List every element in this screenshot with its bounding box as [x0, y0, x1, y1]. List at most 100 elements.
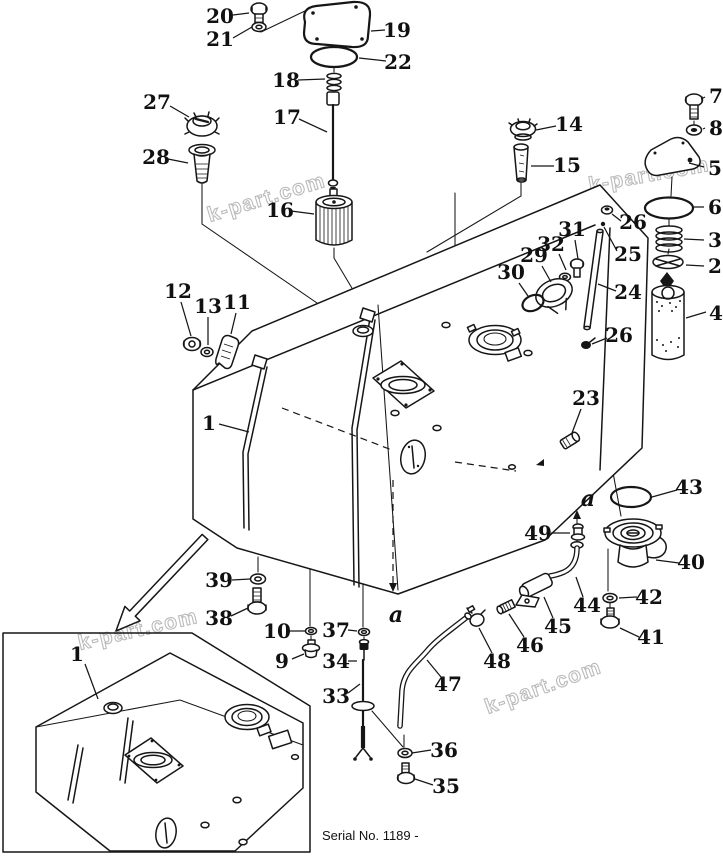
part-22-gasket — [309, 45, 359, 69]
part-label-32: 32 — [537, 232, 565, 256]
leader-line-47 — [426, 659, 442, 678]
part-3-spring — [655, 225, 683, 253]
part-2-valve — [652, 254, 684, 291]
strainer-port — [352, 324, 374, 338]
part-7-bolt — [684, 93, 704, 120]
leader-line-5 — [688, 162, 705, 168]
oval-access-cover — [399, 439, 427, 475]
part-label-13: 13 — [194, 294, 222, 318]
filler-flange — [372, 360, 435, 409]
part-label-48: 48 — [483, 649, 511, 673]
leader-line-42 — [618, 596, 638, 599]
part-label-33: 33 — [322, 684, 350, 708]
leader-line-25 — [603, 226, 618, 252]
leader-line-41 — [619, 627, 640, 638]
part-label-4: 4 — [709, 301, 723, 325]
part-label-9: 9 — [275, 649, 289, 673]
part-label-17: 17 — [273, 105, 301, 129]
part-15-tube — [513, 143, 529, 183]
leader-line-32 — [558, 253, 567, 271]
part-34-sender-fitting — [358, 638, 370, 661]
part-48-clamp — [466, 605, 486, 627]
leader-line-7 — [700, 96, 706, 100]
part-label-30: 30 — [497, 260, 525, 284]
leader-line-31 — [574, 239, 579, 260]
part-31-bolt — [569, 258, 585, 278]
part-4-filter-element — [651, 284, 685, 361]
leader-line-29 — [541, 265, 552, 283]
part-label-31: 31 — [558, 217, 586, 241]
leader-line-18 — [297, 78, 326, 81]
leader-line-27 — [169, 105, 190, 118]
fuel-tank-body — [192, 184, 649, 595]
part-label-5: 5 — [708, 156, 722, 180]
part-23-plug — [559, 431, 581, 450]
inset-filler-flange — [124, 737, 184, 784]
part-19-cover-plate — [302, 0, 372, 49]
part-label-15: 15 — [553, 153, 581, 177]
part-26-fitting-lower — [581, 337, 596, 349]
flow-arrow — [536, 459, 544, 466]
part-label-12: 12 — [164, 279, 192, 303]
part-label-14: 14 — [555, 112, 583, 136]
part-39-washer — [249, 573, 267, 585]
inset-filler-ring — [224, 703, 272, 737]
part-38-bolt — [247, 587, 267, 615]
leader-line-11 — [230, 312, 237, 335]
part-label-26: 26 — [619, 210, 647, 234]
part-36-washer — [397, 747, 413, 759]
leader-line-26 — [591, 337, 608, 345]
part-33-rod-assembly — [351, 658, 375, 761]
leader-line-16 — [290, 210, 315, 215]
part-45-valve-body — [515, 572, 553, 608]
part-label-44: 44 — [573, 593, 601, 617]
leader-line-35 — [414, 778, 434, 786]
leader-line-40 — [655, 559, 680, 564]
bolt-hole — [441, 321, 451, 329]
leader-line-23 — [571, 408, 582, 434]
leader-line-28 — [167, 158, 189, 164]
leader-line-48 — [478, 627, 493, 654]
part-label-11: 11 — [223, 290, 251, 314]
direction-arrow — [115, 533, 209, 632]
part-10-o-ring — [304, 626, 318, 636]
part-25-nipple — [600, 221, 606, 227]
part-14-cap — [508, 118, 538, 141]
part-label-7: 7 — [709, 84, 723, 108]
bolt-hole — [390, 409, 400, 417]
part-label-22: 22 — [384, 50, 412, 74]
part-label-24: 24 — [614, 280, 642, 304]
part-label-23: 23 — [572, 386, 600, 410]
part-label-19: 19 — [383, 18, 411, 42]
part-label-29: 29 — [520, 243, 548, 267]
leader-line-44 — [575, 576, 584, 598]
part-13-washer — [200, 346, 214, 358]
leader-line-46 — [508, 613, 525, 638]
part-41-plug-bolt — [600, 607, 620, 629]
part-49-fitting — [570, 510, 586, 541]
part-8-washer — [685, 124, 703, 136]
inset-tank — [35, 652, 304, 852]
part-label-46: 46 — [516, 633, 544, 657]
part-label-21: 21 — [206, 27, 234, 51]
part-37-o-ring — [357, 627, 371, 637]
part-label-25: 25 — [614, 242, 642, 266]
part-label-28: 28 — [142, 145, 170, 169]
part-40-drain-valve — [603, 518, 667, 568]
leader-line-20 — [232, 12, 250, 16]
part-label-42: 42 — [635, 585, 663, 609]
leader-line-12 — [180, 301, 192, 337]
part-label-16: 16 — [266, 198, 294, 222]
section-marker-a-2: a — [389, 602, 403, 628]
part-label-35: 35 — [432, 774, 460, 798]
part-35-bolt — [396, 762, 416, 785]
part-label-26: 26 — [605, 323, 633, 347]
part-42-washer — [602, 592, 618, 604]
part-label-layer: 1123456789101112131415161718192021222324… — [70, 4, 723, 798]
leader-line-33 — [347, 683, 361, 694]
part-18-spring — [326, 72, 342, 92]
part-17-gauge-rod — [326, 91, 340, 193]
leader-line-39 — [231, 578, 251, 581]
part-label-8: 8 — [709, 116, 723, 140]
inset-sender — [267, 729, 293, 750]
